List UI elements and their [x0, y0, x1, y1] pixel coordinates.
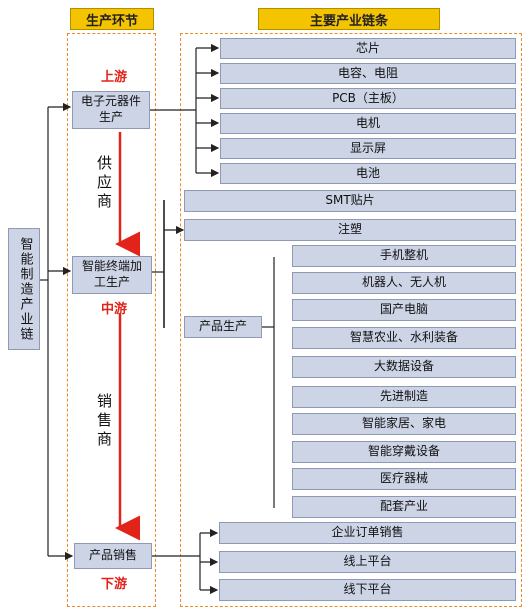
product-item-phone: 手机整机	[292, 245, 516, 267]
midstream-tag: 中游	[100, 302, 127, 317]
downstream-item-enterprise: 企业订单销售	[219, 522, 516, 544]
supply-label: 供应商	[97, 154, 121, 210]
product-item-supporting: 配套产业	[292, 496, 516, 518]
product-item-manufacturing: 先进制造	[292, 386, 516, 408]
downstream-stage-box: 产品销售	[74, 543, 152, 569]
chain-column-frame	[180, 33, 522, 607]
product-item-agri: 智慧农业、水利装备	[292, 327, 516, 349]
product-item-bigdata: 大数据设备	[292, 356, 516, 378]
product-item-medical: 医疗器械	[292, 468, 516, 490]
upstream-item-display: 显示屏	[220, 138, 516, 159]
product-item-smarthome: 智能家居、家电	[292, 413, 516, 435]
upstream-item-battery: 电池	[220, 163, 516, 184]
downstream-tag: 下游	[100, 577, 127, 592]
product-group-box: 产品生产	[184, 316, 262, 338]
upstream-item-motor: 电机	[220, 113, 516, 134]
stage-column-frame	[67, 33, 156, 607]
downstream-item-offline: 线下平台	[219, 579, 516, 601]
downstream-item-online: 线上平台	[219, 551, 516, 573]
upstream-stage-box: 电子元器件生产	[72, 91, 150, 129]
midstream-stage-box: 智能终端加工生产	[72, 256, 152, 294]
midstream-item-smt: SMT贴片	[184, 190, 516, 212]
upstream-tag: 上游	[100, 70, 127, 85]
upstream-item-capacitor: 电容、电阻	[220, 63, 516, 84]
product-item-computer: 国产电脑	[292, 299, 516, 321]
product-item-wearable: 智能穿戴设备	[292, 441, 516, 463]
upstream-item-chip: 芯片	[220, 38, 516, 59]
root-label: 智能制造产业链	[17, 236, 33, 342]
header-stage: 生产环节	[70, 8, 154, 30]
product-item-robot: 机器人、无人机	[292, 272, 516, 294]
upstream-item-pcb: PCB（主板）	[220, 88, 516, 109]
midstream-item-injection: 注塑	[184, 219, 516, 241]
root-box: 智能制造产业链	[8, 228, 40, 350]
sales-label: 销售商	[97, 392, 121, 448]
header-chain: 主要产业链条	[258, 8, 440, 30]
